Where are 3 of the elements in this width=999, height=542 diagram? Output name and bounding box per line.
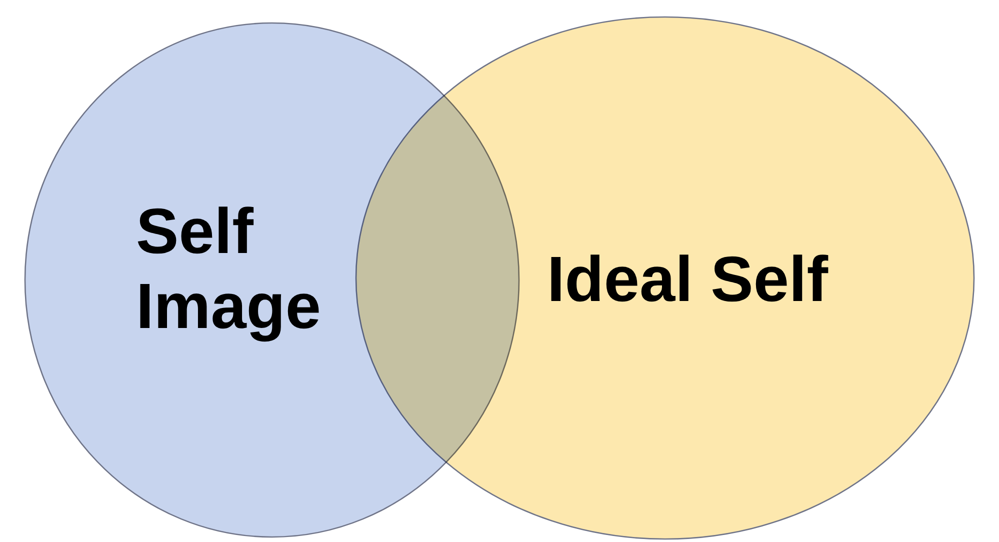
circle-label: Self Image — [136, 194, 322, 344]
venn-circle — [355, 16, 975, 540]
circle-label: Ideal Self — [547, 242, 828, 317]
